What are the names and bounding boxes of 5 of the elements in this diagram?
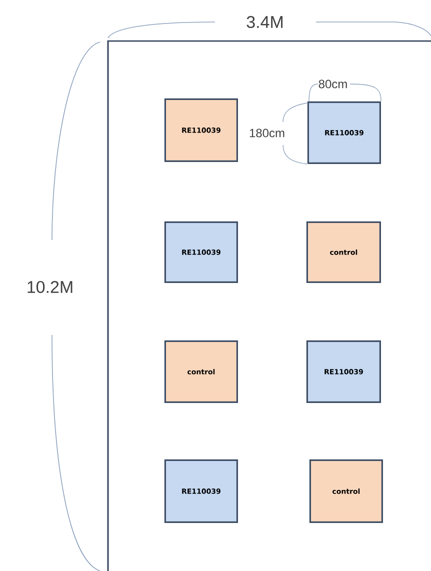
dimension-label: 10.2M xyxy=(28,280,72,294)
dimension-label: 3.4M xyxy=(246,16,282,28)
dimension-label: 180cm xyxy=(250,128,284,138)
dimension-label: 80cm xyxy=(318,80,347,88)
field-outline xyxy=(107,40,431,571)
